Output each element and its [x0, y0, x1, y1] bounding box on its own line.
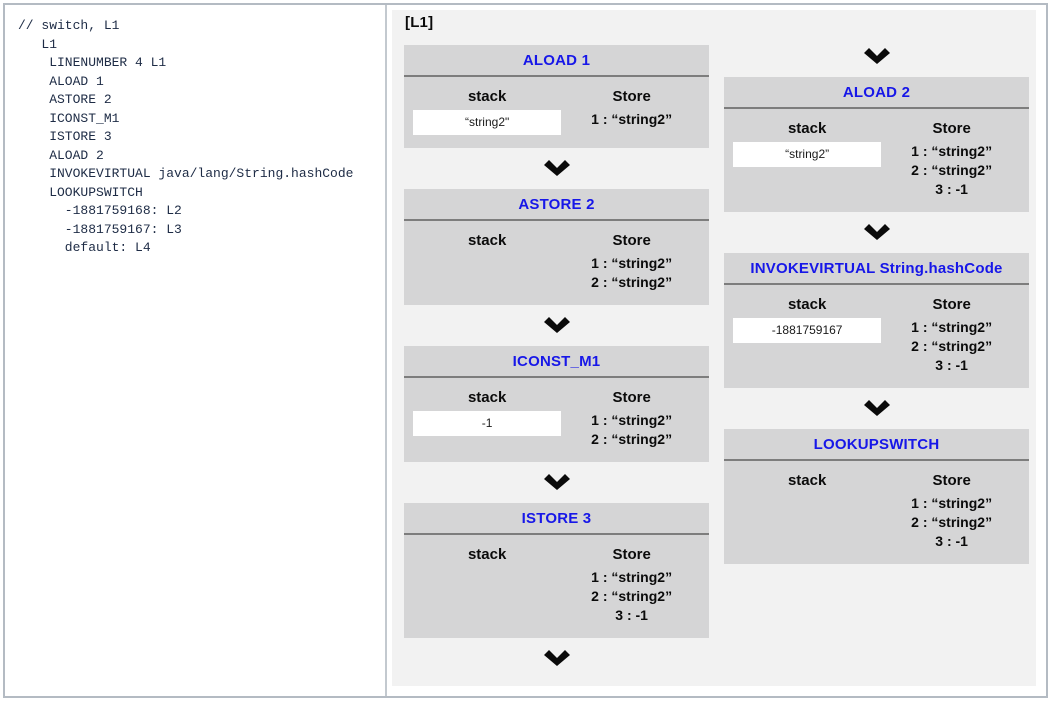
card-body: stack Store 1 : “string2” 2 : “string2”	[404, 221, 709, 305]
store-label: Store	[932, 472, 971, 489]
store-entry: 3 : -1	[935, 533, 968, 549]
store-label: Store	[612, 389, 651, 406]
block-label: [L1]	[405, 14, 434, 31]
store-entry: 2 : “string2”	[591, 588, 673, 604]
store-section: Store 1 : “string2” 2 : “string2” 3 : -1	[882, 119, 1021, 199]
card-body: stack -1881759167 Store 1 : “string2” 2 : “s…	[724, 285, 1029, 388]
store-label: Store	[612, 88, 651, 105]
instruction-title: LOOKUPSWITCH	[724, 429, 1029, 461]
stack-label: stack	[467, 88, 507, 105]
instruction-title: ALOAD 2	[724, 77, 1029, 109]
stack-value-box[interactable]: “string2"	[413, 110, 562, 135]
instruction-card: ISTORE 3 stack Store 1 : “string2” 2 : “stri…	[404, 503, 709, 638]
stack-section: stack -1	[412, 388, 562, 449]
store-entry: 1 : “string2”	[911, 319, 993, 335]
flow-arrow-down-icon	[863, 224, 890, 240]
instruction-title: ICONST_M1	[404, 346, 709, 378]
stack-section: stack -1881759167	[732, 295, 882, 375]
card-body: stack Store 1 : “string2” 2 : “string2” 3 : …	[404, 535, 709, 638]
store-section: Store 1 : “string2” 2 : “string2” 3 : -1	[562, 545, 701, 625]
flow-panel-cell: [L1] ALOAD 1 stack “string2" Store 1 : “stri…	[387, 5, 1046, 696]
stack-label: stack	[467, 232, 507, 249]
flow-column-2: ALOAD 2 stack “string2” Store 1 : “string2” 2…	[724, 36, 1029, 564]
bytecode-listing: // switch, L1 L1 LINENUMBER 4 L1 ALOAD 1…	[18, 18, 354, 255]
store-entry: 2 : “string2”	[911, 338, 993, 354]
card-body: stack “string2" Store 1 : “string2”	[404, 77, 709, 148]
instruction-title: INVOKEVIRTUAL String.hashCode	[724, 253, 1029, 285]
flow-panel: [L1] ALOAD 1 stack “string2" Store 1 : “stri…	[392, 10, 1036, 686]
stack-value-box[interactable]: -1881759167	[733, 318, 882, 343]
stack-label: stack	[467, 546, 507, 563]
instruction-title: ASTORE 2	[404, 189, 709, 221]
bytecode-panel: // switch, L1 L1 LINENUMBER 4 L1 ALOAD 1…	[5, 5, 387, 696]
store-label: Store	[932, 296, 971, 313]
card-body: stack “string2” Store 1 : “string2” 2 : “str…	[724, 109, 1029, 212]
flow-arrow-down-icon	[543, 317, 570, 333]
store-label: Store	[932, 120, 971, 137]
flow-arrow-down-icon	[863, 400, 890, 416]
stack-section: stack	[732, 471, 882, 551]
stack-section: stack “string2"	[412, 87, 562, 135]
stack-label: stack	[787, 472, 827, 489]
store-entry: 1 : “string2”	[591, 412, 673, 428]
store-entry: 1 : “string2”	[591, 255, 673, 271]
instruction-card: LOOKUPSWITCH stack Store 1 : “string2” 2 : “…	[724, 429, 1029, 564]
store-label: Store	[612, 546, 651, 563]
stack-label: stack	[467, 389, 507, 406]
flow-arrow-down-icon	[543, 650, 570, 666]
stack-value-box[interactable]: “string2”	[733, 142, 882, 167]
instruction-title: ALOAD 1	[404, 45, 709, 77]
store-entry: 3 : -1	[935, 181, 968, 197]
store-entry: 2 : “string2”	[911, 514, 993, 530]
stack-section: stack	[412, 545, 562, 625]
store-section: Store 1 : “string2” 2 : “string2” 3 : -1	[882, 295, 1021, 375]
store-section: Store 1 : “string2” 2 : “string2”	[562, 388, 701, 449]
instruction-card: ALOAD 2 stack “string2” Store 1 : “string2” 2…	[724, 77, 1029, 212]
stack-label: stack	[787, 120, 827, 137]
instruction-card: INVOKEVIRTUAL String.hashCode stack -18817…	[724, 253, 1029, 388]
store-entry: 1 : “string2”	[911, 495, 993, 511]
store-section: Store 1 : “string2” 2 : “string2” 3 : -1	[882, 471, 1021, 551]
store-entry: 3 : -1	[615, 607, 648, 623]
store-section: Store 1 : “string2”	[562, 87, 701, 135]
stack-section: stack	[412, 231, 562, 292]
flow-arrow-down-icon	[543, 160, 570, 176]
store-entry: 3 : -1	[935, 357, 968, 373]
flow-arrow-down-icon	[543, 474, 570, 490]
instruction-title: ISTORE 3	[404, 503, 709, 535]
store-entry: 1 : “string2”	[591, 569, 673, 585]
card-body: stack Store 1 : “string2” 2 : “string2” 3 : …	[724, 461, 1029, 564]
instruction-card: ALOAD 1 stack “string2" Store 1 : “string2”	[404, 45, 709, 148]
store-entry: 1 : “string2”	[591, 111, 673, 127]
store-entry: 2 : “string2”	[911, 162, 993, 178]
window-frame: // switch, L1 L1 LINENUMBER 4 L1 ALOAD 1…	[3, 3, 1048, 698]
instruction-card: ASTORE 2 stack Store 1 : “string2” 2 : “stri…	[404, 189, 709, 305]
store-section: Store 1 : “string2” 2 : “string2”	[562, 231, 701, 292]
flow-arrow-down-icon	[863, 48, 890, 64]
store-label: Store	[612, 232, 651, 249]
store-entry: 1 : “string2”	[911, 143, 993, 159]
card-body: stack -1 Store 1 : “string2” 2 : “string2”	[404, 378, 709, 462]
stack-section: stack “string2”	[732, 119, 882, 199]
store-entry: 2 : “string2”	[591, 274, 673, 290]
stack-label: stack	[787, 296, 827, 313]
stack-value-box[interactable]: -1	[413, 411, 562, 436]
store-entry: 2 : “string2”	[591, 431, 673, 447]
